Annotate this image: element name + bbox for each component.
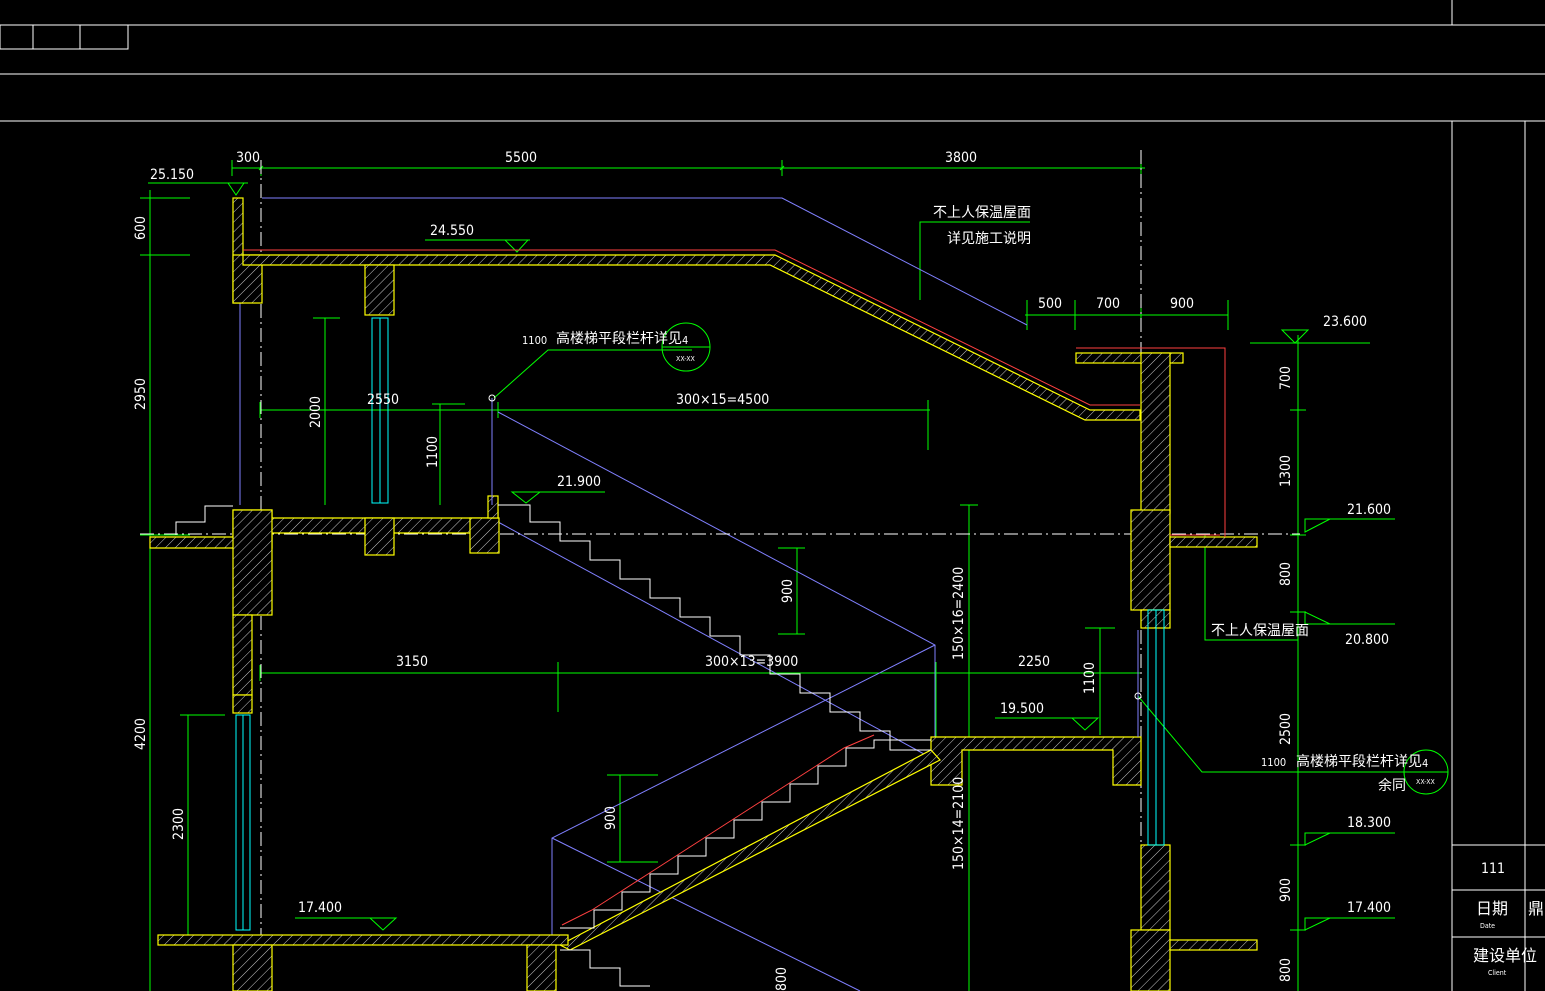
elev-23600: 23.600 — [1323, 314, 1367, 330]
note-rail-upper-num: 1100 — [522, 334, 547, 347]
dim-right-900: 900 — [1170, 296, 1194, 312]
elev-21900: 21.900 — [557, 474, 601, 490]
elev-21600: 21.600 — [1347, 502, 1391, 518]
svg-text:鼎: 鼎 — [1528, 899, 1544, 918]
dim-top-300: 300 — [236, 150, 260, 166]
note-rail-lower-num: 1100 — [1261, 756, 1286, 769]
dim-right-800v: 800 — [1278, 562, 1294, 586]
elev-17400-left: 17.400 — [298, 900, 342, 916]
note-roof-line2: 详见施工说明 — [947, 231, 1031, 247]
elev-25150: 25.150 — [150, 167, 194, 183]
detail-lower-num: 4 — [1422, 757, 1428, 770]
elev-17400-right: 17.400 — [1347, 900, 1391, 916]
dim-right-700v: 700 — [1278, 366, 1294, 390]
finish-lines — [243, 249, 1226, 537]
dim-run-upper: 300×15=4500 — [676, 392, 769, 408]
dim-900-a: 900 — [780, 579, 796, 603]
elevation-labels: 25.150 24.550 23.600 21.900 21.600 20.80… — [150, 167, 1391, 916]
outline-lines — [239, 197, 1028, 991]
detail-upper-num: 4 — [682, 334, 688, 347]
dim-left-4200: 4200 — [133, 718, 149, 750]
dim-2300: 2300 — [171, 808, 187, 840]
dim-stair-lower: 150×14=2100 — [951, 777, 967, 870]
note-rail-lower-same: 余同 — [1378, 777, 1406, 794]
dim-left-2950: 2950 — [133, 378, 149, 410]
dim-left-600: 600 — [133, 216, 149, 240]
dim-right-700: 700 — [1096, 296, 1120, 312]
dim-right-2500v: 2500 — [1278, 713, 1294, 745]
window-glazing — [235, 317, 1165, 931]
dim-right-800v-b: 800 — [1278, 958, 1294, 982]
note-roof2: 不上人保温屋面 — [1211, 623, 1309, 639]
dim-2550: 2550 — [367, 392, 399, 408]
dim-stair-upper: 150×16=2400 — [951, 567, 967, 660]
title-block-date-cn: 日期 — [1476, 899, 1508, 918]
dim-right-1300v: 1300 — [1278, 455, 1294, 487]
dim-top-3800: 3800 — [945, 150, 977, 166]
dim-1100-a: 1100 — [425, 436, 441, 468]
title-block-number: 111 — [1481, 861, 1505, 877]
dimension-lines — [140, 155, 1449, 991]
dim-3150: 3150 — [396, 654, 428, 670]
dim-1100-b: 1100 — [1082, 662, 1098, 694]
elev-19500: 19.500 — [1000, 701, 1044, 717]
elev-18300: 18.300 — [1347, 815, 1391, 831]
dim-900-b: 900 — [603, 806, 619, 830]
elev-20800: 20.800 — [1345, 632, 1389, 648]
concrete-structure — [149, 197, 1258, 991]
annotation-notes: 不上人保温屋面 详见施工说明 1100 高楼梯平段栏杆详见 4 XX-XX 不上… — [522, 205, 1436, 794]
note-rail-lower-text: 高楼梯平段栏杆详见 — [1296, 753, 1422, 770]
elev-24550: 24.550 — [430, 223, 474, 239]
title-block-client-en: Client — [1488, 969, 1507, 977]
dim-2000: 2000 — [308, 396, 324, 428]
dim-right-900v: 900 — [1278, 878, 1294, 902]
detail-lower-sheet: XX-XX — [1416, 778, 1436, 786]
dim-top-5500: 5500 — [505, 150, 537, 166]
note-rail-upper-text: 高楼梯平段栏杆详见 — [556, 330, 682, 347]
title-block-date-en: Date — [1480, 922, 1495, 930]
title-block-client-cn: 建设单位 — [1473, 946, 1537, 965]
dim-bottom-800: 800 — [774, 967, 790, 991]
stair-flights — [175, 504, 931, 987]
dim-right-500: 500 — [1038, 296, 1062, 312]
detail-upper-sheet: XX-XX — [676, 355, 696, 363]
dimension-labels: 300 5500 3800 500 700 900 600 2950 4200 … — [133, 150, 1294, 991]
dim-run-lower: 300×13=3900 — [705, 654, 798, 670]
dim-2250: 2250 — [1018, 654, 1050, 670]
note-roof-line1: 不上人保温屋面 — [933, 205, 1031, 221]
title-block: 111 日期 Date 建设单位 Client 鼎 — [1452, 844, 1545, 977]
